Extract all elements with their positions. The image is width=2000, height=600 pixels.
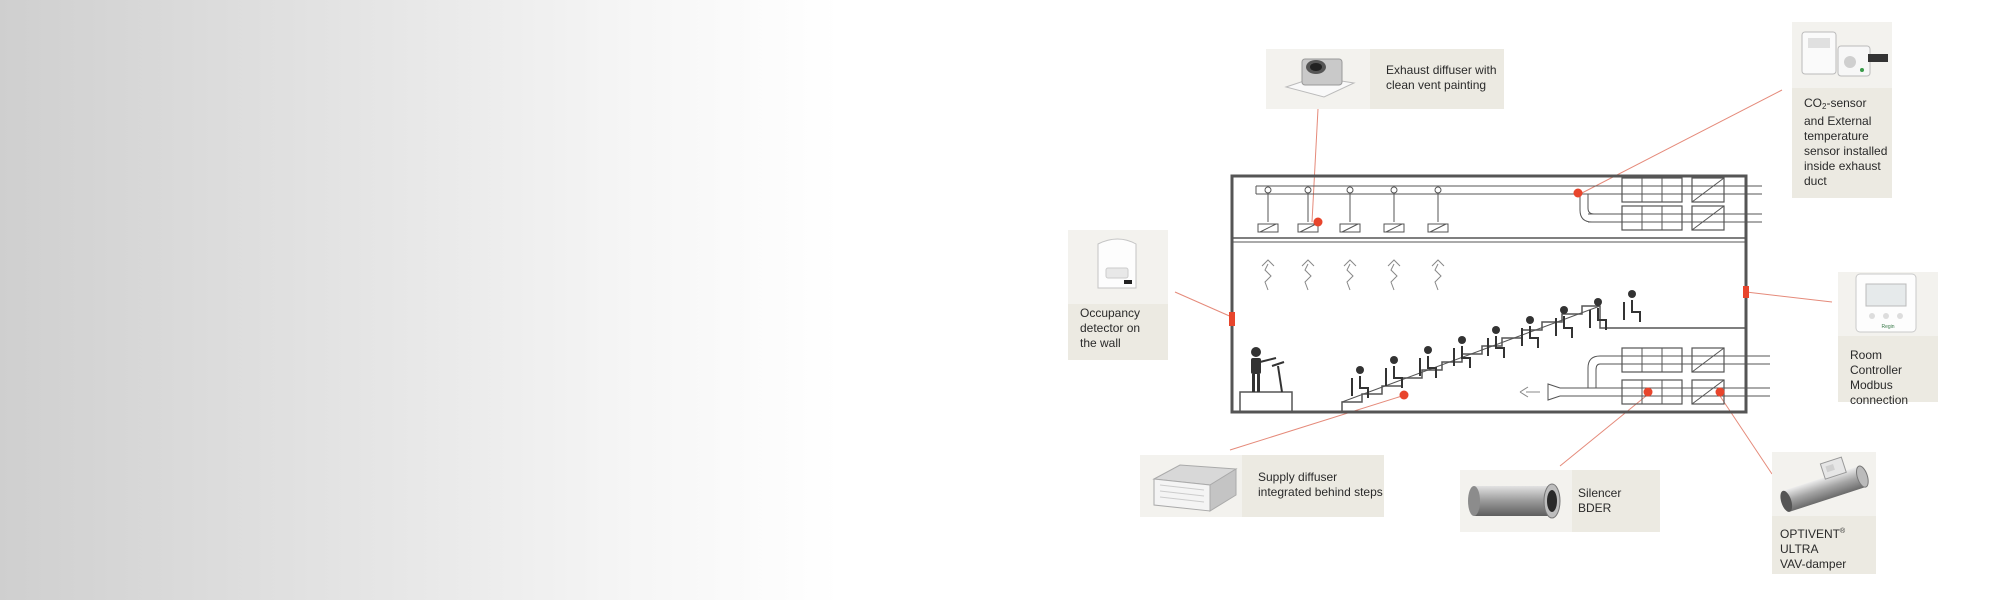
building-section <box>1230 174 1770 414</box>
supply-diffuser-callout: Supply diffuser integrated behind steps <box>1140 455 1384 517</box>
vav-registered-mark: ® <box>1840 528 1846 535</box>
co2-subscript: 2 <box>1822 102 1827 111</box>
seated-person-icon <box>1589 298 1607 330</box>
exhaust-diffuser-marker <box>1313 217 1323 227</box>
seated-person-icon <box>1487 326 1505 358</box>
co2-sensor-marker <box>1573 188 1583 198</box>
seated-person-icon <box>1385 356 1403 388</box>
vav-damper-callout: OPTIVENT® ULTRA VAV-damper <box>1772 452 1876 574</box>
supply-diffuser-marker <box>1399 390 1409 400</box>
silencer-label: Silencer BDER <box>1578 486 1622 515</box>
ceiling-diffuser-icon <box>1297 186 1319 233</box>
ceiling-diffuser-icon <box>1427 186 1449 233</box>
co2-prefix: CO <box>1804 96 1822 110</box>
vav-text: ULTRA VAV-damper <box>1780 542 1847 571</box>
co2-sensor-icon <box>1792 22 1892 88</box>
occupancy-detector-callout: Occupancy detector on the wall <box>1068 230 1168 360</box>
vav-damper-marker <box>1715 387 1725 397</box>
seated-person-icon <box>1419 346 1437 378</box>
exhaust-diffuser-icon <box>1266 49 1370 109</box>
sensor-markers <box>1313 188 1725 400</box>
room-controller-label: Room Controller Modbus connection <box>1850 348 1909 407</box>
vav-damper-label: OPTIVENT® ULTRA VAV-damper <box>1780 524 1874 572</box>
ceiling-diffuser-icon <box>1257 186 1279 233</box>
device-logo: Regin <box>1881 324 1894 330</box>
floor-diffuser-icon <box>1140 455 1242 517</box>
room-controller-wall-mark <box>1743 286 1749 298</box>
co2-sensor-callout: CO2-sensor and External temperature sens… <box>1792 22 1892 198</box>
ceiling-diffusers <box>1257 186 1449 233</box>
exhaust-diffuser-label: Exhaust diffuser with clean vent paintin… <box>1386 63 1497 92</box>
vav-brand: OPTIVENT <box>1780 527 1841 541</box>
seated-person-icon <box>1555 306 1573 338</box>
co2-sensor-label: CO2-sensor and External temperature sens… <box>1804 96 1890 189</box>
silencer-tube-icon <box>1460 470 1572 532</box>
airflow-arrows <box>1261 259 1445 291</box>
co2-text: -sensor and External temperature sensor … <box>1804 96 1888 188</box>
occupancy-detector-wall-mark <box>1229 312 1235 326</box>
vav-damper-icon <box>1772 452 1876 516</box>
seated-person-icon <box>1351 366 1369 398</box>
silencer-marker <box>1643 387 1653 397</box>
leader-lines <box>1174 89 1833 475</box>
thermostat-icon: Regin <box>1838 272 1938 336</box>
seated-person-icon <box>1623 290 1641 322</box>
silencer-callout: Silencer BDER <box>1460 470 1660 532</box>
ceiling-diffuser-icon <box>1383 186 1405 233</box>
standing-lecturer-icon <box>1251 347 1285 393</box>
exhaust-diffuser-callout: Exhaust diffuser with clean vent paintin… <box>1266 49 1504 109</box>
room-controller-callout: Regin Room Controller Modbus connection <box>1838 272 1938 407</box>
seated-person-icon <box>1453 336 1471 368</box>
motion-detector-icon <box>1068 230 1168 304</box>
audience <box>1351 290 1641 398</box>
seated-person-icon <box>1521 316 1539 348</box>
ceiling-diffuser-icon <box>1339 186 1361 233</box>
supply-diffuser-label: Supply diffuser integrated behind steps <box>1258 470 1383 499</box>
occupancy-detector-label: Occupancy detector on the wall <box>1080 306 1141 350</box>
